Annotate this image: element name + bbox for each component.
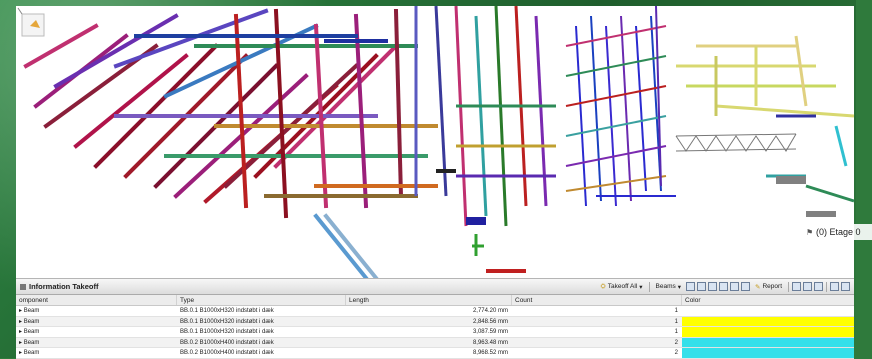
- cell-type: BB.0.1 B1000xH320 indstøbt i dæk: [180, 308, 274, 314]
- table-row[interactable]: ▸ Beam BB.0.2 B1000xH400 indstøbt i dæk …: [16, 337, 854, 348]
- cell-length: 2,848.56 mm: [472, 318, 508, 325]
- cell-component: ▸ Beam: [19, 339, 40, 346]
- toolbar-separator: [788, 281, 789, 292]
- cell-color[interactable]: [682, 337, 854, 347]
- panel-title-text: Information Takeoff: [29, 282, 99, 291]
- cell-type: BB.0.2 B1000xH400 indstøbt i dæk: [180, 350, 274, 356]
- chevron-down-icon: ▾: [639, 283, 643, 291]
- report-label: Report: [762, 283, 782, 290]
- takeoff-all-button[interactable]: ⛭ Takeoff All ▾: [598, 281, 646, 292]
- table-row[interactable]: ▸ Beam BB.0.1 B1000xH320 indstøbt i dæk …: [16, 327, 854, 338]
- takeoff-icon: ⛭: [600, 282, 606, 290]
- column-header-length[interactable]: Length: [346, 295, 512, 305]
- level-label[interactable]: (0) Etage 0: [812, 224, 872, 240]
- panel-header: Information Takeoff ⛭ Takeoff All ▾ Beam…: [16, 279, 854, 295]
- cell-length: 3,087.59 mm: [472, 329, 508, 335]
- options-icon[interactable]: [814, 282, 823, 291]
- column-header-type[interactable]: Type: [177, 295, 346, 305]
- component-text: Beam: [23, 308, 40, 314]
- filter-icon[interactable]: [741, 282, 751, 291]
- cell-count: 2: [674, 339, 678, 346]
- chevron-down-icon: ▾: [677, 283, 682, 291]
- table-row[interactable]: ▸ Beam BB.0.1 B1000xH320 indstøbt i dæk …: [16, 306, 854, 317]
- cell-count: 1: [674, 329, 678, 335]
- beams-label: Beams: [655, 283, 676, 290]
- table-row[interactable]: ▸ Beam BB.0.1 B1000xH320 indstøbt i dæk …: [16, 316, 854, 327]
- panel-title: Information Takeoff: [20, 282, 98, 291]
- takeoff-all-label: Takeoff All: [607, 283, 638, 290]
- report-icon: ✎: [755, 283, 761, 291]
- column-header-color[interactable]: Color: [685, 297, 701, 304]
- refresh-icon[interactable]: [730, 282, 740, 291]
- color-swatch: [682, 306, 854, 316]
- toolbar-separator: [648, 281, 650, 292]
- color-swatch: [682, 316, 854, 326]
- panel-toolbar: ⛭ Takeoff All ▾ Beams ▾ ✎ Report: [598, 281, 850, 292]
- level-flag-icon: ⚑: [806, 228, 814, 237]
- model-render[interactable]: [16, 5, 855, 281]
- cell-color[interactable]: [682, 327, 854, 337]
- cell-component: ▸ Beam: [19, 350, 40, 356]
- cell-count: 2: [674, 350, 678, 356]
- navigation-compass-icon[interactable]: [16, 6, 56, 46]
- cell-component: ▸ Beam: [19, 318, 40, 325]
- cell-color[interactable]: [682, 306, 854, 316]
- component-text: Beam: [23, 329, 40, 335]
- table-body: ▸ Beam BB.0.1 B1000xH320 indstøbt i dæk …: [16, 306, 854, 359]
- new-icon[interactable]: [686, 282, 696, 291]
- color-swatch: [682, 348, 854, 358]
- cell-type: BB.0.1 B1000xH320 indstøbt i dæk: [180, 329, 274, 335]
- restore-window-icon[interactable]: [830, 282, 839, 291]
- save-icon[interactable]: [708, 282, 718, 291]
- collapse-icon[interactable]: [803, 282, 812, 291]
- information-takeoff-panel: Information Takeoff ⛭ Takeoff All ▾ Beam…: [16, 278, 854, 359]
- cell-count: 1: [674, 318, 678, 325]
- 3d-model-viewport[interactable]: ⚑ (0) Etage 0: [16, 5, 872, 281]
- cell-component: ▸ Beam: [19, 329, 40, 335]
- report-button[interactable]: ✎ Report: [752, 281, 785, 292]
- component-text: Beam: [23, 318, 40, 325]
- cell-component: ▸ Beam: [19, 308, 40, 314]
- beams-dropdown[interactable]: Beams ▾: [653, 281, 685, 292]
- close-icon[interactable]: [841, 282, 850, 291]
- component-text: Beam: [23, 350, 40, 356]
- copy-icon[interactable]: [719, 282, 729, 291]
- cell-length: 2,774.20 mm: [472, 308, 508, 314]
- panel-grip-icon: [20, 283, 26, 290]
- component-text: Beam: [23, 339, 40, 346]
- table-header: omponent Type Length Count Color: [16, 295, 854, 306]
- toolbar-separator: [826, 281, 827, 292]
- cell-type: BB.0.1 B1000xH320 indstøbt i dæk: [180, 318, 274, 325]
- open-folder-icon[interactable]: [697, 282, 707, 291]
- cell-count: 1: [674, 308, 678, 314]
- cell-color[interactable]: [682, 316, 854, 326]
- color-swatch: [682, 327, 854, 337]
- column-header-count[interactable]: Count: [512, 295, 682, 305]
- table-row[interactable]: ▸ Beam BB.0.2 B1000xH400 indstøbt i dæk …: [16, 348, 854, 359]
- column-header-component[interactable]: omponent: [16, 295, 177, 305]
- cell-length: 8,968.52 mm: [472, 350, 508, 356]
- expand-icon[interactable]: [792, 282, 801, 291]
- color-swatch: [682, 337, 854, 347]
- cell-length: 8,963.48 mm: [472, 339, 508, 346]
- cell-type: BB.0.2 B1000xH400 indstøbt i dæk: [180, 339, 274, 346]
- cell-color[interactable]: [682, 348, 854, 358]
